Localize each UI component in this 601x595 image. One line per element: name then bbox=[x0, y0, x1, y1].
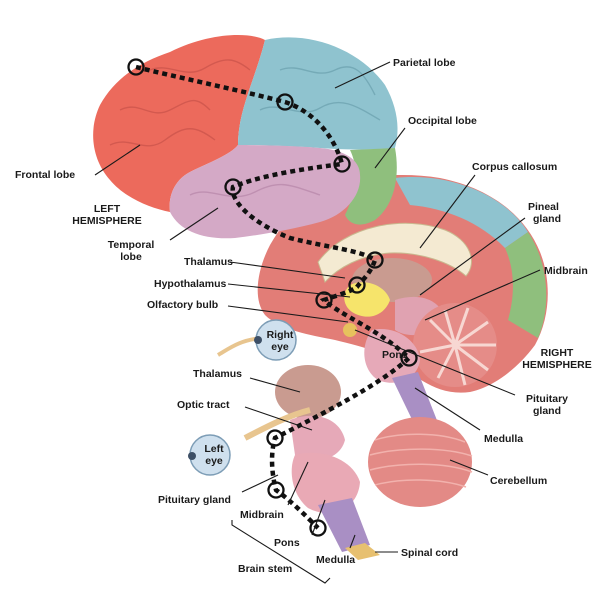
pathway-node bbox=[315, 291, 333, 309]
label-right-hemisphere-2: HEMISPHERE bbox=[522, 359, 591, 371]
label-pituitary-right-2: gland bbox=[533, 405, 561, 417]
label-spinal-cord: Spinal cord bbox=[401, 547, 458, 559]
right-hypothalamus bbox=[344, 282, 390, 317]
right-occipital bbox=[505, 232, 547, 338]
label-thalamus-lower: Thalamus bbox=[193, 368, 242, 380]
label-medulla-right: Medulla bbox=[484, 433, 523, 445]
lower-pons-shape bbox=[291, 452, 360, 513]
right-parietal bbox=[395, 177, 528, 248]
frontal-lobe-shape bbox=[93, 35, 265, 212]
label-hypothalamus: Hypothalamus bbox=[154, 278, 227, 290]
right-pons bbox=[364, 329, 420, 383]
lower-cerebellum bbox=[368, 417, 473, 507]
label-temporal-lobe-1: Temporal bbox=[108, 239, 155, 251]
left-eye: Left eye bbox=[188, 434, 231, 476]
label-parietal-lobe: Parietal lobe bbox=[393, 57, 456, 69]
right-eye-label-1: Right bbox=[267, 329, 294, 341]
pathway-node bbox=[276, 93, 294, 111]
label-temporal-lobe-2: lobe bbox=[120, 251, 142, 263]
right-eye: Right eye bbox=[216, 319, 297, 361]
pathway-node bbox=[267, 481, 285, 499]
label-frontal-lobe: Frontal lobe bbox=[15, 169, 75, 181]
labels: Parietal lobe Occipital lobe Frontal lob… bbox=[15, 57, 592, 575]
label-thalamus-upper: Thalamus bbox=[184, 256, 233, 268]
pathway-line bbox=[135, 64, 413, 530]
pathway-node bbox=[348, 276, 366, 294]
pathway-node bbox=[266, 429, 284, 447]
label-left-hemisphere-2: HEMISPHERE bbox=[72, 215, 141, 227]
lower-medulla-shape bbox=[318, 498, 370, 552]
label-corpus-callosum: Corpus callosum bbox=[472, 161, 557, 173]
label-left-hemisphere-1: LEFT bbox=[94, 203, 121, 215]
label-cerebellum: Cerebellum bbox=[490, 475, 547, 487]
left-eye-label-2: eye bbox=[205, 455, 223, 467]
pathway-node bbox=[366, 251, 384, 269]
pathway-node bbox=[224, 178, 242, 196]
right-hemisphere bbox=[257, 175, 548, 436]
label-occipital-lobe: Occipital lobe bbox=[408, 115, 477, 127]
lower-thalamus-shape bbox=[275, 365, 341, 419]
label-pituitary-right-1: Pituitary bbox=[526, 393, 568, 405]
label-pineal-gland-2: gland bbox=[533, 213, 561, 225]
pathway-node bbox=[127, 58, 145, 76]
pathway-node bbox=[333, 155, 351, 173]
pathway bbox=[127, 58, 418, 537]
label-pituitary-left: Pituitary gland bbox=[158, 494, 231, 506]
optic-tract-shape bbox=[243, 407, 311, 441]
label-medulla-lower: Medulla bbox=[316, 554, 355, 566]
label-pons-inner: Pons bbox=[382, 349, 408, 361]
right-pituitary bbox=[343, 323, 357, 337]
label-right-hemisphere-1: RIGHT bbox=[541, 347, 574, 359]
right-eye-label-2: eye bbox=[271, 341, 289, 353]
spinal-cord-shape bbox=[345, 543, 380, 560]
label-midbrain-lower: Midbrain bbox=[240, 509, 284, 521]
leader-lines bbox=[94, 61, 541, 584]
left-hemisphere bbox=[93, 35, 398, 239]
label-midbrain-right: Midbrain bbox=[544, 265, 588, 277]
label-pons-lower: Pons bbox=[274, 537, 300, 549]
label-pineal-gland-1: Pineal bbox=[528, 201, 559, 213]
brain-stem-group bbox=[243, 365, 473, 560]
label-brain-stem: Brain stem bbox=[238, 563, 292, 575]
label-olfactory-bulb: Olfactory bulb bbox=[147, 299, 218, 311]
parietal-lobe-shape bbox=[238, 37, 398, 150]
right-cerebellum bbox=[413, 303, 497, 387]
corpus-callosum-shape bbox=[317, 222, 472, 283]
label-optic-tract: Optic tract bbox=[177, 399, 230, 411]
left-eye-label-1: Left bbox=[204, 443, 224, 455]
pathway-node bbox=[400, 349, 418, 367]
pathway-node bbox=[309, 519, 327, 537]
